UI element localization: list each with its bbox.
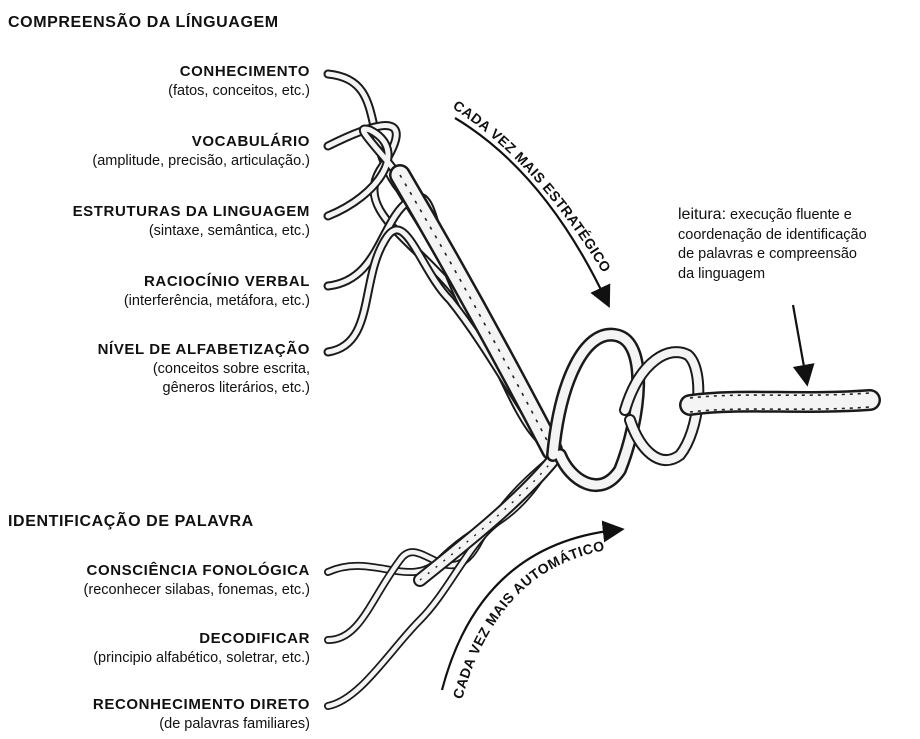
reading-note-text: da linguagem: [678, 266, 765, 282]
strategic-arrow-label: CADA VEZ MAIS ESTRATÉGICO: [450, 97, 614, 275]
strand-rope: [328, 458, 552, 640]
svg-text:CADA VEZ MAIS ESTRATÉGICO: CADA VEZ MAIS ESTRATÉGICO: [450, 97, 614, 275]
strategic-arrow: CADA VEZ MAIS ESTRATÉGICO: [450, 97, 614, 300]
reading-note-text: de palavras e compreensão: [678, 246, 857, 262]
note-pointer-arrow: [793, 305, 806, 378]
svg-text:CADA VEZ MAIS AUTOMÁTICO: CADA VEZ MAIS AUTOMÁTICO: [450, 537, 606, 700]
reading-note-text: execução fluente e: [726, 207, 852, 223]
upper-strands: [328, 74, 555, 450]
reading-note-text: coordenação de identificação: [678, 227, 867, 243]
upper-twisted-rope: [400, 175, 552, 450]
reading-note: leitura: execução fluente e coordenação …: [678, 205, 898, 284]
lower-braid: [420, 460, 553, 580]
automatic-arrow-label: CADA VEZ MAIS AUTOMÁTICO: [450, 537, 606, 700]
reading-note-lead: leitura:: [678, 206, 726, 223]
combined-rope: [553, 335, 870, 485]
